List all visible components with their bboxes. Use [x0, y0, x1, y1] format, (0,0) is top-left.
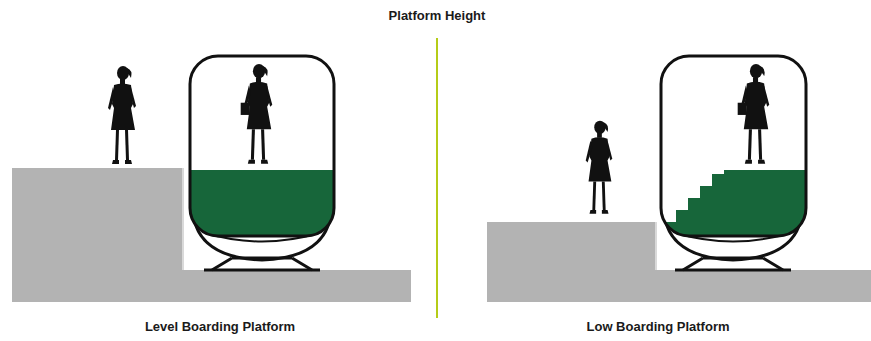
- level-boarding-scene: [12, 56, 411, 302]
- caption-label: Low Boarding Platform: [587, 319, 730, 334]
- low-boarding-scene: [487, 56, 871, 302]
- divider-line: [436, 38, 438, 318]
- diagram-title: Platform Height: [389, 8, 486, 23]
- caption-label: Level Boarding Platform: [145, 319, 295, 334]
